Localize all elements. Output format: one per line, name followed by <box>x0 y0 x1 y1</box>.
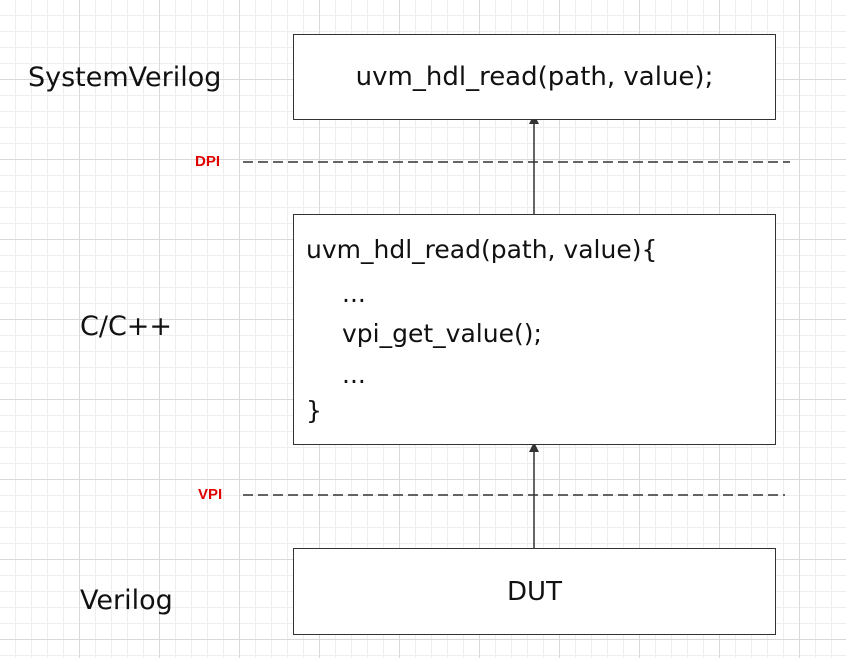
c-code-line: ... <box>342 279 366 308</box>
c-code-line: ... <box>342 360 366 389</box>
sv-call-box: uvm_hdl_read(path, value); <box>293 34 776 120</box>
dut-text: DUT <box>507 576 562 607</box>
c-code-line: } <box>306 396 322 425</box>
c-code-line: uvm_hdl_read(path, value){ <box>306 235 658 264</box>
layer-label-cpp: C/C++ <box>80 311 173 342</box>
c-impl-box: uvm_hdl_read(path, value){ ... vpi_get_v… <box>293 214 776 445</box>
sv-call-text: uvm_hdl_read(path, value); <box>355 62 714 92</box>
vpi-label: VPI <box>198 486 223 503</box>
layer-label-systemverilog: SystemVerilog <box>28 62 222 93</box>
dut-box: DUT <box>293 548 776 635</box>
layer-label-verilog: Verilog <box>80 585 173 616</box>
c-code-line: vpi_get_value(); <box>342 319 542 348</box>
dpi-label: DPI <box>195 153 221 170</box>
